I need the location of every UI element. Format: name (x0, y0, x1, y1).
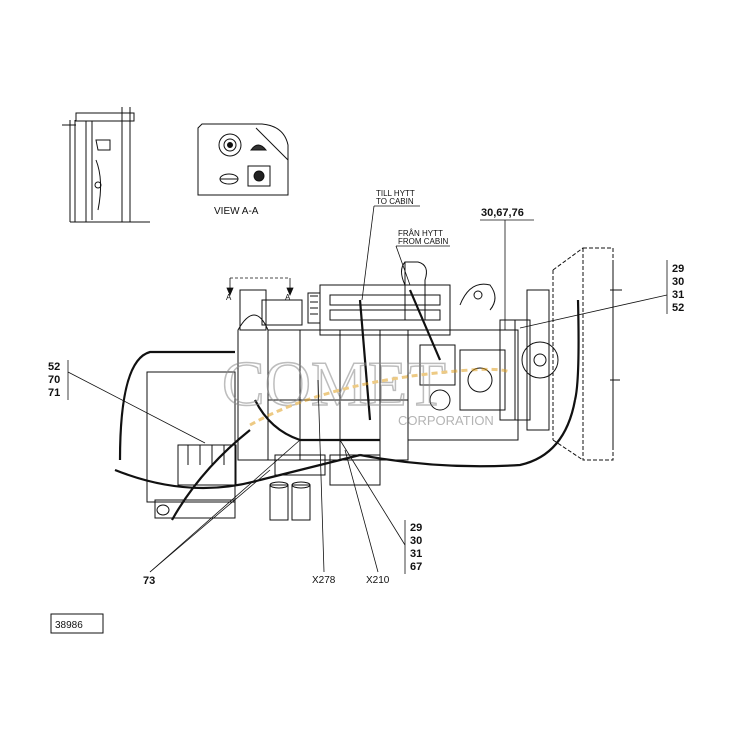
callout-x278: X278 (312, 575, 336, 586)
callout-bottom-31: 31 (410, 548, 422, 560)
callout-right-30: 30 (672, 276, 684, 288)
engine-assembly (146, 247, 622, 521)
note-till-hytt: TILL HYTT (376, 189, 415, 198)
callout-30-67-76: 30,67,76 (481, 207, 524, 219)
section-mark-a-left: A (226, 293, 232, 302)
wiring-harness (114, 289, 580, 521)
callout-bottom-30: 30 (410, 535, 422, 547)
callout-right-31: 31 (672, 289, 684, 301)
section-a-markers (226, 277, 294, 297)
callout-left-52: 52 (48, 361, 60, 373)
note-fran-hytt: FRÅN HYTT (398, 229, 443, 238)
figure-number-box (50, 613, 104, 634)
figure-number: 38986 (55, 620, 83, 631)
detail-view-aa (197, 123, 289, 196)
note-to-cabin: TO CABIN (376, 197, 414, 206)
callout-top-leader (480, 219, 534, 330)
callout-bottom-67: 67 (410, 561, 422, 573)
view-aa-label: VIEW A-A (214, 206, 259, 217)
callout-73: 73 (143, 575, 155, 587)
watermark: COMET CORPORATION (221, 347, 511, 428)
callout-bottom-29: 29 (410, 522, 422, 534)
note-from-cabin: FROM CABIN (398, 237, 448, 246)
watermark-letters: COMET (222, 348, 446, 419)
connector-leaders (317, 379, 379, 573)
callout-left-leader (67, 360, 206, 444)
section-mark-a-right: A (285, 293, 291, 302)
callout-right-29: 29 (672, 263, 684, 275)
callout-right-leader (519, 260, 668, 329)
cable-note-leaders (361, 205, 450, 301)
callout-bottom-leader (339, 439, 406, 574)
callout-x210: X210 (366, 575, 390, 586)
callout-left-70: 70 (48, 374, 60, 386)
callout-right-52: 52 (672, 302, 684, 314)
callout-73-leader (149, 439, 301, 573)
watermark-subtext: CORPORATION (398, 413, 494, 428)
callout-left-71: 71 (48, 387, 60, 399)
detail-side-section (62, 107, 150, 223)
